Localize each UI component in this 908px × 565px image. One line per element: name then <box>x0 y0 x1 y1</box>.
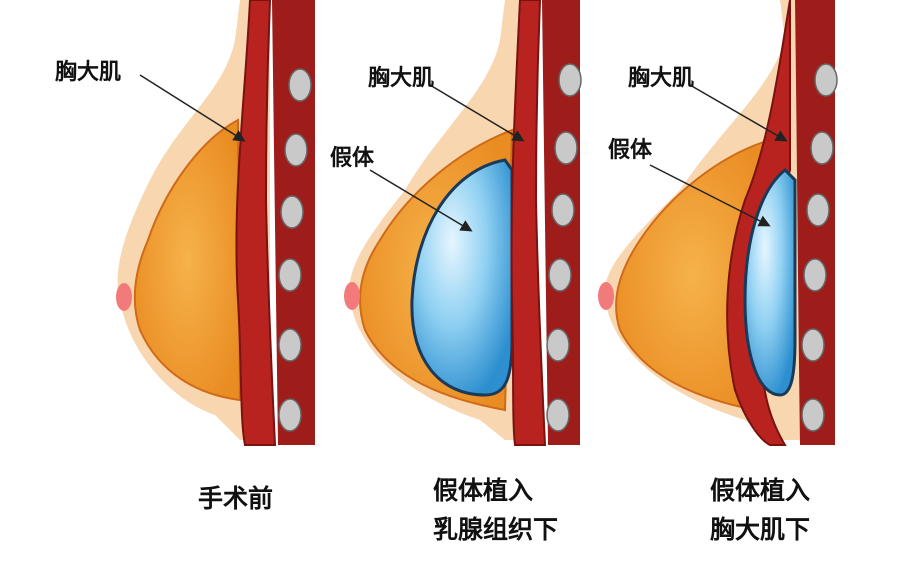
caption-submuscular-line2: 胸大肌下 <box>710 514 811 544</box>
pectoral-muscle-label-1: 胸大肌 <box>55 60 122 85</box>
ribs <box>278 68 312 432</box>
nipple <box>116 283 132 311</box>
caption-subglandular-line2: 乳腺组织下 <box>433 514 559 544</box>
panel-before-surgery <box>116 0 315 446</box>
caption-submuscular: 假体植入 胸大肌下 <box>710 472 810 550</box>
pectoral-muscle <box>235 0 277 446</box>
pectoral-muscle-label-2: 胸大肌 <box>368 66 435 91</box>
implant-subglandular <box>410 158 514 397</box>
muscle-arrow <box>139 74 246 142</box>
panel-submuscular <box>598 0 838 446</box>
caption-subglandular-line1: 假体植入 <box>433 476 534 505</box>
pectoral-muscle-label-3: 胸大肌 <box>628 66 695 91</box>
caption-submuscular-line1: 假体植入 <box>710 476 811 505</box>
implant-label-2: 假体 <box>330 146 375 171</box>
implant-label-3: 假体 <box>608 138 653 163</box>
panel-subglandular <box>344 0 582 446</box>
caption-subglandular: 假体植入 乳腺组织下 <box>433 472 558 550</box>
breast-tissue <box>133 118 242 402</box>
caption-before-surgery: 手术前 <box>198 484 274 513</box>
